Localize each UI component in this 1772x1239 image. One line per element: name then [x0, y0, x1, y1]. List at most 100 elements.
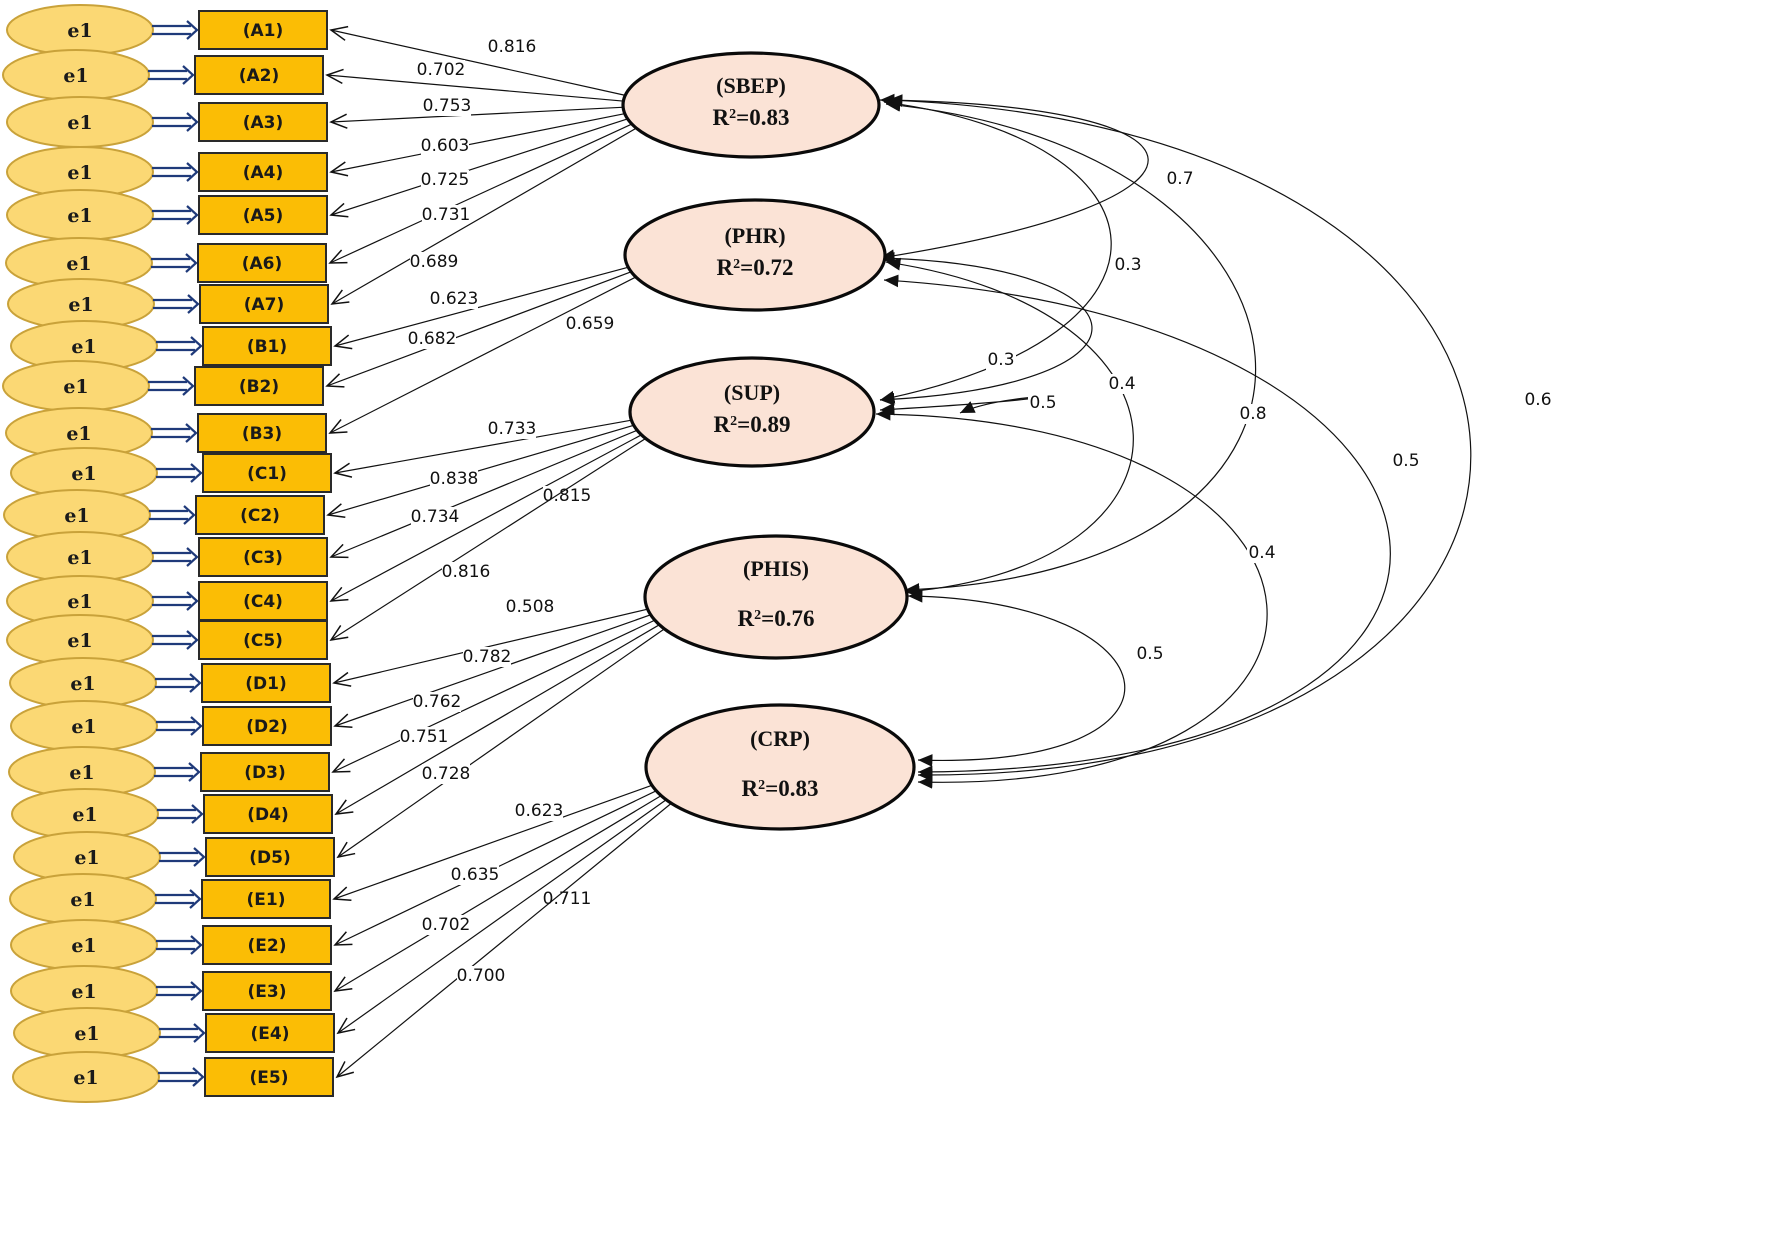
correlation-label-sbep-crp: 0.6 [1524, 390, 1551, 410]
error-term-label: e1 [67, 20, 92, 42]
loading-label-e2: 0.635 [451, 865, 500, 885]
construct-ellipse-sup [628, 356, 876, 468]
error-term-label: e1 [67, 112, 92, 134]
loading-label-e1: 0.623 [515, 801, 564, 821]
error-term-label: e1 [72, 804, 97, 826]
indicator-row-a4: e1(A4) [6, 146, 328, 198]
error-term-label: e1 [71, 981, 96, 1003]
indicator-row-e3: e1 (E3) [10, 965, 332, 1017]
indicator-box-e4 [205, 1013, 335, 1053]
indicator-label-b1: (B1) [247, 337, 287, 357]
error-term-label: e1 [66, 253, 91, 275]
error-arrow-head [187, 294, 200, 314]
construct-phis: (PHIS)R2=0.76 [643, 534, 909, 660]
indicator-row-b3: e1(B3) [5, 407, 327, 459]
correlation-label-phis-crp: 0.5 [1136, 644, 1163, 664]
indicator-rows: e1(A1)e1(A2)e1(A3)e1(A4)e1(A5)e1(A6)e1(A… [2, 4, 335, 1103]
indicator-box-b3 [197, 413, 327, 453]
construct-name-sup: (SUP) [724, 380, 780, 405]
loading-arrow-b3 [328, 275, 639, 434]
loading-label-c2: 0.838 [430, 469, 479, 489]
indicator-label-e5: (E5) [250, 1068, 289, 1088]
indicator-box-d5 [205, 837, 335, 877]
loading-layer: 0.8160.7020.7530.6030.7250.7310.6890.623… [325, 25, 674, 1079]
indicator-label-e3: (E3) [248, 982, 287, 1002]
loading-arrow-a7 [330, 126, 640, 305]
error-arrow-head [186, 162, 199, 182]
construct-crp: (CRP)R2=0.83 [644, 703, 916, 831]
error-term-label: e1 [63, 65, 88, 87]
loading-label-d2: 0.782 [463, 647, 512, 667]
error-term-label: e1 [67, 162, 92, 184]
indicator-row-c1: e1(C1) [10, 447, 332, 499]
construct-sbep: (SBEP)R2=0.83 [621, 51, 881, 159]
indicator-label-b3: (B3) [242, 424, 282, 444]
loading-arrow-a2 [325, 68, 628, 103]
loading-arrow-c4 [329, 432, 645, 602]
error-term-label: e1 [70, 673, 95, 695]
correlation-label-sup-phis: 0.5 [1029, 393, 1056, 413]
loading-arrow-a4 [329, 112, 629, 177]
indicator-row-d1: e1 (D1) [9, 657, 331, 709]
indicator-box-a4 [198, 152, 328, 192]
error-term-label: e1 [68, 294, 93, 316]
indicator-row-e4: e1(E4) [13, 1007, 335, 1059]
error-term-label: e1 [74, 847, 99, 869]
indicator-row-e2: e1(E2) [10, 919, 332, 971]
error-term-label: e1 [69, 762, 94, 784]
error-arrow-head [183, 505, 196, 525]
error-arrow-head [185, 423, 198, 443]
loading-label-c4: 0.815 [543, 486, 592, 506]
error-term-label: e1 [67, 591, 92, 613]
loading-label-c3: 0.734 [411, 507, 460, 527]
indicator-label-c5: (C5) [243, 631, 283, 651]
correlation-arc-sup-crp [875, 407, 1268, 789]
indicator-label-c4: (C4) [243, 592, 283, 612]
indicator-label-a5: (A5) [243, 206, 284, 226]
loading-label-d3: 0.762 [413, 692, 462, 712]
correlation-arc-sbep-crp [887, 94, 1472, 782]
loading-label-c5: 0.816 [442, 562, 491, 582]
loading-arrow-a1 [329, 25, 629, 97]
indicator-label-d3: (D3) [244, 763, 285, 783]
indicator-label-b2: (B2) [239, 377, 279, 397]
loading-label-a7: 0.689 [410, 252, 459, 272]
error-term-label: e1 [64, 505, 89, 527]
construct-ellipse-phr [623, 198, 887, 312]
error-term-label: e1 [73, 1067, 98, 1089]
error-arrow-head [188, 762, 201, 782]
loading-label-a1: 0.816 [488, 37, 537, 57]
error-term-label: e1 [71, 716, 96, 738]
error-arrow-head [186, 112, 199, 132]
indicator-label-d4: (D4) [247, 805, 288, 825]
error-arrow-head [189, 673, 202, 693]
indicator-row-a6: e1 (A6) [5, 237, 327, 289]
indicator-label-a6: (A6) [242, 254, 283, 274]
correlation-label-sup-crp: 0.4 [1248, 543, 1275, 563]
loading-arrow-c3 [329, 428, 641, 559]
indicator-box-c4 [198, 581, 328, 621]
indicator-row-a3: e1(A3) [6, 96, 328, 148]
error-arrow-head [192, 1067, 205, 1087]
indicator-label-d1: (D1) [245, 674, 286, 694]
indicator-box-c2 [195, 495, 325, 535]
indicator-row-b2: e1(B2) [2, 360, 324, 412]
loading-label-a4: 0.603 [421, 136, 470, 156]
correlation-arc-phr-crp [883, 274, 1391, 779]
indicator-box-b2 [194, 366, 324, 406]
indicator-box-d3 [200, 752, 330, 792]
error-arrow-head [190, 981, 203, 1001]
indicator-row-a7: e1(A7) [7, 278, 329, 330]
correlation-label-sbep-phis: 0.8 [1239, 404, 1266, 424]
loading-arrow-d1 [332, 607, 652, 687]
indicator-row-d5: e1(D5) [13, 831, 335, 883]
loading-label-c1: 0.733 [488, 419, 537, 439]
error-arrow-head [182, 65, 195, 85]
loading-arrow-e5 [335, 801, 674, 1079]
loading-arrow-a3 [329, 106, 627, 129]
construct-ellipse-crp [644, 703, 916, 831]
loading-label-d1: 0.508 [506, 597, 555, 617]
correlation-arc-phr-phis [885, 257, 1134, 598]
construct-r2-phr: R2=0.72 [717, 255, 794, 280]
construct-r2-sup: R2=0.89 [714, 412, 791, 437]
